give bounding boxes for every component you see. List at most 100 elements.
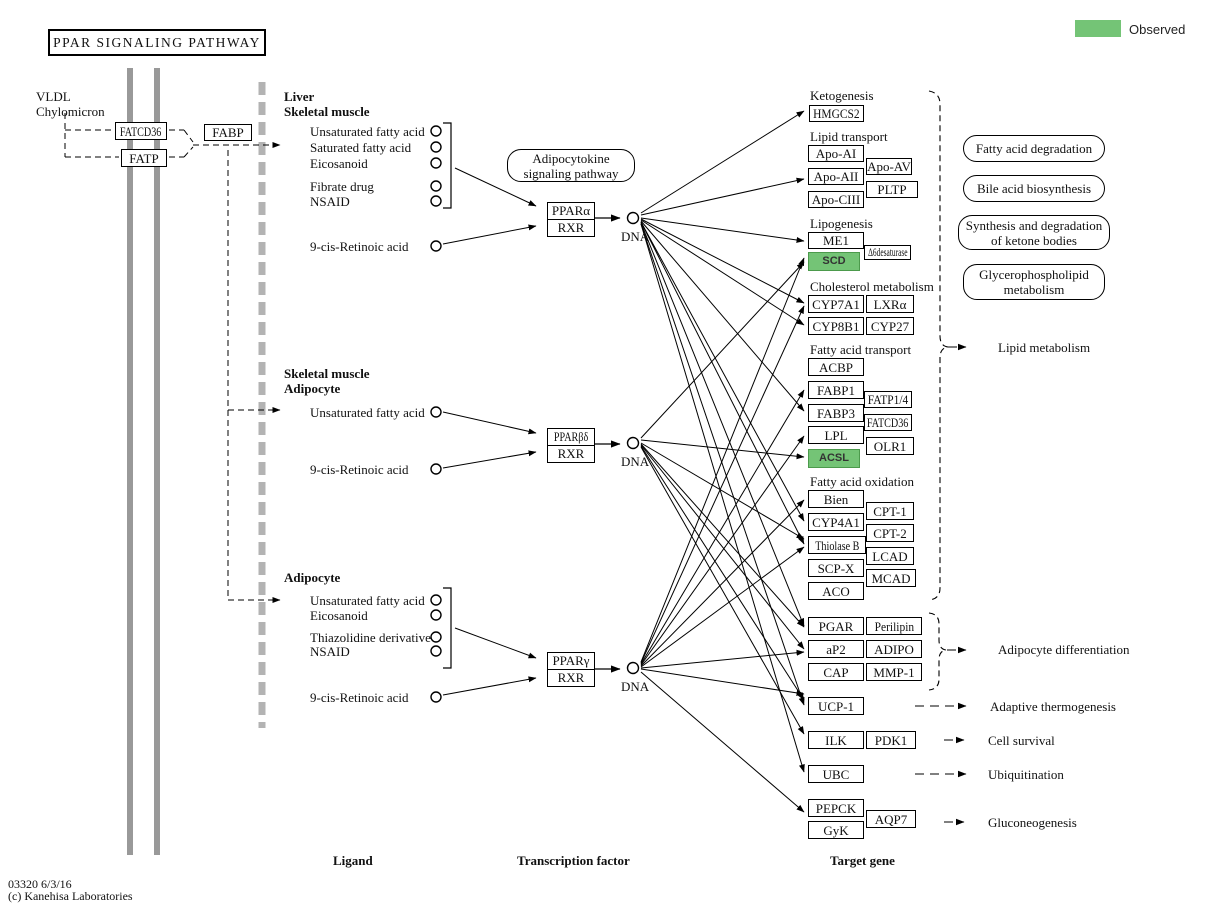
- lipoprotein-label: VLDL Chylomicron: [36, 89, 105, 119]
- group-label-fa-oxidation: Fatty acid oxidation: [810, 474, 914, 489]
- ligand-brackets: [443, 122, 452, 669]
- gene-aco[interactable]: ACO: [808, 582, 864, 600]
- gene-mmp1[interactable]: MMP-1: [866, 663, 922, 681]
- gene-ilk[interactable]: ILK: [808, 731, 864, 749]
- gene-pltp[interactable]: PLTP: [866, 181, 918, 198]
- gene-fatcd36[interactable]: FATCD36: [864, 414, 912, 431]
- membrane-bar-inner: [154, 68, 160, 855]
- pathway-link-glycerophospholipid[interactable]: Glycerophospholipid metabolism: [963, 264, 1105, 300]
- observed-legend-swatch: [1075, 20, 1121, 37]
- gene-cyp27[interactable]: CYP27: [866, 317, 914, 335]
- ligand-label: Unsaturated fatty acid: [310, 593, 425, 608]
- outcome-lipid-metabolism: Lipid metabolism: [998, 340, 1091, 355]
- complex-pparg-rxr[interactable]: PPARγ RXR: [547, 652, 595, 687]
- gene-gyk[interactable]: GyK: [808, 821, 864, 839]
- gene-pepck[interactable]: PEPCK: [808, 799, 864, 817]
- column-label-target-gene: Target gene: [830, 853, 895, 868]
- section-heading-liver: Liver Skeletal muscle: [284, 89, 370, 119]
- gene-acsl[interactable]: ACSL: [808, 449, 860, 468]
- ligand-label: NSAID: [310, 194, 350, 209]
- gene-lpl[interactable]: LPL: [808, 426, 864, 444]
- gene-bien[interactable]: Bien: [808, 490, 864, 508]
- gene-fatp[interactable]: FATP: [121, 149, 167, 167]
- complex-ppara-rxr[interactable]: PPARα RXR: [547, 202, 595, 237]
- gene-fatcd36-membrane[interactable]: FATCD36: [115, 122, 167, 140]
- pathway-link-adipocytokine[interactable]: Adipocytokine signaling pathway: [507, 149, 635, 182]
- gene-ap2[interactable]: aP2: [808, 640, 864, 658]
- ligand-label: Fibrate drug: [310, 179, 374, 194]
- ligand-circles: [430, 125, 442, 703]
- gene-fabp1[interactable]: FABP1: [808, 381, 864, 399]
- gene-apoa1[interactable]: Apo-AI: [808, 145, 864, 162]
- gene-mcad[interactable]: MCAD: [866, 569, 916, 587]
- group-label-fa-transport: Fatty acid transport: [810, 342, 912, 357]
- gene-pparg[interactable]: PPARγ: [552, 653, 590, 668]
- gene-adipo[interactable]: ADIPO: [866, 640, 922, 658]
- map-id: 03320 6/3/16: [8, 877, 72, 891]
- gene-pparbd[interactable]: PPARβδ: [553, 429, 589, 444]
- column-label-transcription-factor: Transcription factor: [517, 853, 630, 868]
- gene-acbp[interactable]: ACBP: [808, 358, 864, 376]
- ligand-label: 9-cis-Retinoic acid: [310, 239, 409, 254]
- gene-scpx[interactable]: SCP-X: [808, 559, 864, 577]
- complex-pparbd-rxr[interactable]: PPARβδ RXR: [547, 428, 595, 463]
- gene-ucp1[interactable]: UCP-1: [808, 697, 864, 715]
- dna-label: DNA: [621, 679, 650, 694]
- gene-fabp[interactable]: FABP: [204, 124, 252, 141]
- gene-rxr[interactable]: RXR: [548, 669, 594, 686]
- ligand-label: Saturated fatty acid: [310, 140, 412, 155]
- ligand-label: 9-cis-Retinoic acid: [310, 462, 409, 477]
- outcome-cell-survival: Cell survival: [988, 733, 1055, 748]
- gene-rxr[interactable]: RXR: [548, 219, 594, 236]
- gene-cpt2[interactable]: CPT-2: [866, 524, 914, 542]
- gene-lxra[interactable]: LXRα: [866, 295, 914, 313]
- gene-fatp14[interactable]: FATP1/4: [864, 391, 912, 408]
- dna3-target-arrows: [640, 257, 805, 813]
- membrane-bar-outer: [127, 68, 133, 855]
- gene-lcad[interactable]: LCAD: [866, 547, 914, 565]
- outcome-arrows: [915, 343, 967, 826]
- section-heading-muscle: Skeletal muscle Adipocyte: [284, 366, 370, 396]
- gene-cyp8b1[interactable]: CYP8B1: [808, 317, 864, 335]
- gene-pdk1[interactable]: PDK1: [866, 731, 916, 749]
- ligand-receptor-arrows: [442, 167, 537, 696]
- gene-ppara[interactable]: PPARα: [551, 203, 591, 218]
- gene-apoav[interactable]: Apo-AV: [866, 158, 912, 175]
- gene-perilipin[interactable]: Perilipin: [866, 617, 922, 635]
- gene-cap[interactable]: CAP: [808, 663, 864, 681]
- gene-d6desaturase[interactable]: Δ6desaturase: [864, 245, 911, 260]
- gene-olr1[interactable]: OLR1: [866, 437, 914, 455]
- target-gene-braces: [928, 90, 949, 691]
- group-label-lipid-transport: Lipid transport: [810, 129, 888, 144]
- gene-aqp7[interactable]: AQP7: [866, 810, 916, 828]
- gene-pgar[interactable]: PGAR: [808, 617, 864, 635]
- pathway-link-ketone-bodies[interactable]: Synthesis and degradation of ketone bodi…: [958, 215, 1110, 250]
- gene-cyp7a1[interactable]: CYP7A1: [808, 295, 864, 313]
- gene-hmgcs2[interactable]: HMGCS2: [809, 105, 864, 122]
- group-label-cholesterol: Cholesterol metabolism: [810, 279, 934, 294]
- page-title: PPAR SIGNALING PATHWAY: [48, 29, 266, 56]
- gene-ubc[interactable]: UBC: [808, 765, 864, 783]
- gene-scd[interactable]: SCD: [808, 252, 860, 271]
- ligand-label: Eicosanoid: [310, 156, 368, 171]
- group-label-ketogenesis: Ketogenesis: [810, 88, 874, 103]
- outcome-adipocyte-differentiation: Adipocyte differentiation: [998, 642, 1130, 657]
- pathway-link-fatty-acid-degradation[interactable]: Fatty acid degradation: [963, 135, 1105, 162]
- ligand-label: 9-cis-Retinoic acid: [310, 690, 409, 705]
- gene-cyp4a1[interactable]: CYP4A1: [808, 513, 864, 531]
- lipoprotein-dashed-lines: [64, 113, 281, 603]
- ligand-label: Thiazolidine derivative: [310, 630, 431, 645]
- gene-fabp3[interactable]: FABP3: [808, 404, 864, 422]
- dna1-target-arrows: [640, 110, 805, 773]
- gene-cpt1[interactable]: CPT-1: [866, 502, 914, 520]
- gene-me1[interactable]: ME1: [808, 232, 864, 249]
- gene-apoc3[interactable]: Apo-CIII: [808, 191, 864, 208]
- receptor-dna-arrows: [594, 214, 621, 673]
- pathway-link-bile-acid-biosynthesis[interactable]: Bile acid biosynthesis: [963, 175, 1105, 202]
- gene-thiolase-b[interactable]: Thiolase B: [808, 536, 866, 554]
- ligand-label: Unsaturated fatty acid: [310, 124, 425, 139]
- gene-apoa2[interactable]: Apo-AII: [808, 168, 864, 185]
- outcome-ubiquitination: Ubiquitination: [988, 767, 1064, 782]
- gene-rxr[interactable]: RXR: [548, 445, 594, 462]
